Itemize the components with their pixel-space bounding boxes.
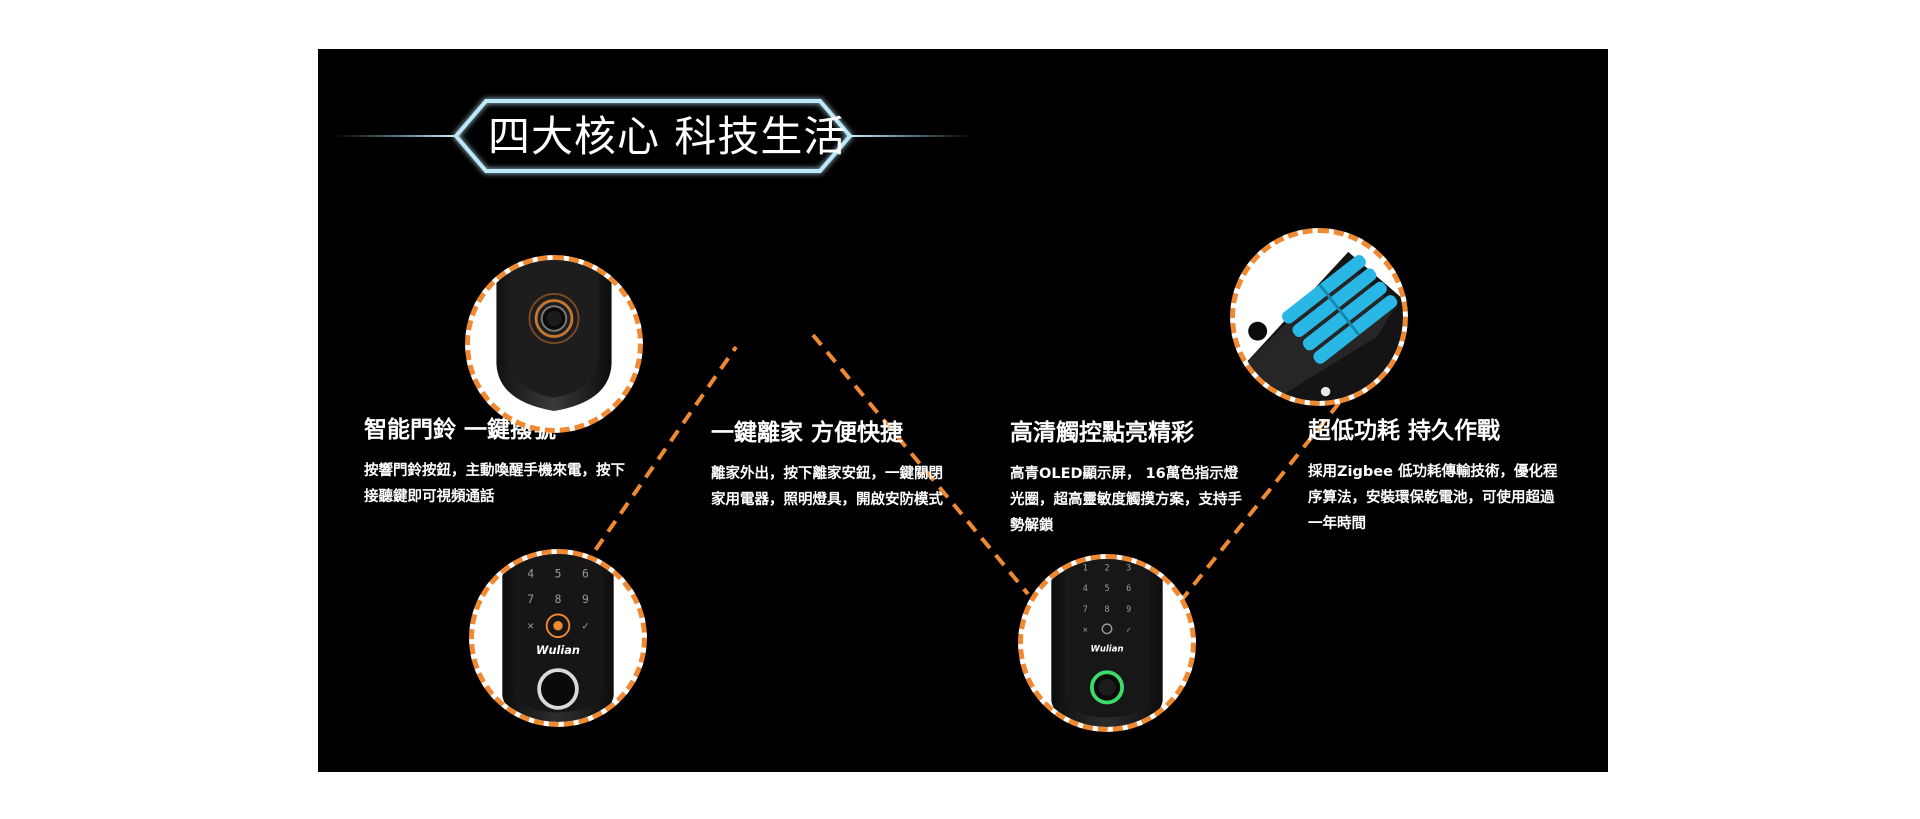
feature-title: 超低功耗 持久作戰 xyxy=(1308,418,1501,444)
feature-title: 一鍵離家 方便快捷 xyxy=(711,420,904,446)
battery-pack-icon xyxy=(1235,251,1403,401)
doorbell-button-image xyxy=(465,255,643,433)
feature-description: 採用Zigbee 低功耗傳輸技術，優化程序算法，安裝環保乾電池，可使用超過一年時… xyxy=(1308,464,1558,532)
key-5: 5 xyxy=(1104,584,1109,594)
key-confirm: ✓ xyxy=(582,619,589,633)
doorbell-key-icon xyxy=(545,613,571,638)
title-badge xyxy=(334,99,974,173)
key-9: 9 xyxy=(582,592,589,606)
key-8: 8 xyxy=(1104,605,1109,615)
key-8: 8 xyxy=(555,592,562,606)
key-1: 1 xyxy=(1083,563,1088,573)
fingerprint-sensor-icon xyxy=(537,668,579,710)
key-cancel: × xyxy=(1083,626,1088,636)
doorbell-button-icon xyxy=(496,260,612,412)
touch-keypad-icon: 4 5 6 7 8 9 × ✓ Wulian xyxy=(502,554,614,722)
feature-panel: 四大核心 科技生活 智能門鈴 一鍵撥號 按響門鈴按鈕，主動喚醒手機來電，按下接聽… xyxy=(318,49,1608,772)
title-hexagon xyxy=(453,99,853,173)
touch-keypad-image: 4 5 6 7 8 9 × ✓ Wulian xyxy=(469,549,647,727)
feature-doorbell: 智能門鈴 一鍵撥號 按響門鈴按鈕，主動喚醒手機來電，按下接聽鍵即可視頻通話 xyxy=(364,414,634,510)
fingerprint-reader-image: 1 2 3 4 5 6 7 8 9 × ✓ Wulian xyxy=(1018,554,1196,732)
key-3: 3 xyxy=(1126,563,1131,573)
key-2: 2 xyxy=(1104,563,1109,573)
feature-description: 按響門鈴按鈕，主動喚醒手機來電，按下接聽鍵即可視頻通話 xyxy=(364,463,625,505)
key-confirm: ✓ xyxy=(1126,626,1131,636)
key-5: 5 xyxy=(555,567,562,581)
key-6: 6 xyxy=(1126,584,1131,594)
banner-title: 四大核心 科技生活 xyxy=(488,112,847,161)
connector-line-2 xyxy=(811,333,1030,596)
brand-logo: Wulian xyxy=(536,643,580,657)
key-6: 6 xyxy=(582,567,589,581)
feature-description: 高青OLED顯示屏， 16萬色指示燈光圈，超高靈敏度觸摸方案，支持手勢解鎖 xyxy=(1010,466,1242,534)
key-4: 4 xyxy=(1083,584,1088,594)
feature-low-power: 超低功耗 持久作戰 採用Zigbee 低功耗傳輸技術，優化程序算法，安裝環保乾電… xyxy=(1308,415,1568,537)
key-7: 7 xyxy=(527,592,534,606)
feature-description: 離家外出，按下離家安鈕，一鍵關閉家用電器，照明燈具，開啟安防模式 xyxy=(711,466,943,508)
battery-compartment-image xyxy=(1230,228,1408,406)
key-cancel: × xyxy=(527,619,534,633)
fingerprint-reader-icon: 1 2 3 4 5 6 7 8 9 × ✓ Wulian xyxy=(1051,559,1163,727)
title-rule-right xyxy=(850,135,974,137)
key-9: 9 xyxy=(1126,605,1131,615)
key-4: 4 xyxy=(527,567,534,581)
title-rule-left xyxy=(334,135,456,137)
feature-touch-display: 高清觸控點亮精彩 高青OLED顯示屏， 16萬色指示燈光圈，超高靈敏度觸摸方案，… xyxy=(1010,417,1246,539)
feature-one-key-leave: 一鍵離家 方便快捷 離家外出，按下離家安鈕，一鍵關閉家用電器，照明燈具，開啟安防… xyxy=(711,417,947,513)
feature-title: 高清觸控點亮精彩 xyxy=(1010,420,1194,446)
brand-logo: Wulian xyxy=(1091,644,1124,654)
key-7: 7 xyxy=(1083,605,1088,615)
